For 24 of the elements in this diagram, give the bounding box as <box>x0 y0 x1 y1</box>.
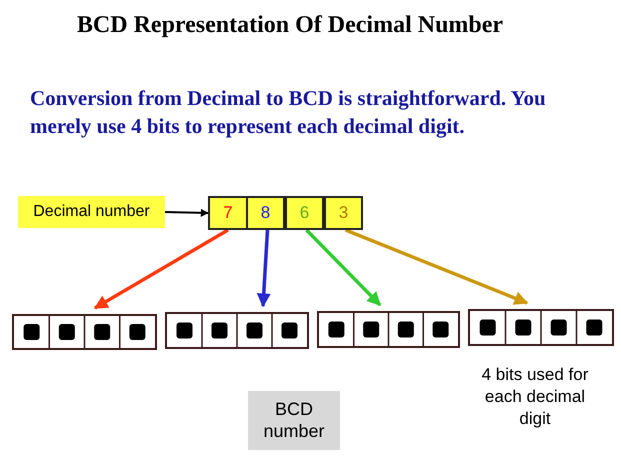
digit: 7 <box>223 203 233 223</box>
bit-group-box <box>12 314 157 350</box>
digit-cell <box>324 196 363 230</box>
arrow <box>305 228 382 306</box>
arrow <box>94 228 229 310</box>
digit-cell <box>246 196 285 230</box>
label-box <box>248 391 340 450</box>
digit: 3 <box>338 203 348 223</box>
arrow <box>256 230 271 308</box>
node-label: BCD number <box>262 398 326 442</box>
description-text: Conversion from Decimal to BCD is straightforward. You merely use 4 bits to represent each decimal digit. <box>30 85 547 140</box>
digit-cell <box>285 196 324 230</box>
digit: 8 <box>260 203 270 223</box>
node-label: Decimal number <box>33 203 150 221</box>
note-text: 4 bits used for each decimal digit <box>480 364 590 430</box>
digit: 6 <box>300 203 310 223</box>
bit-group-box <box>317 311 460 348</box>
digit-cell <box>208 196 248 230</box>
bit-group-box <box>165 312 309 349</box>
label-box <box>18 196 165 228</box>
bit-group-box <box>468 309 614 346</box>
title: BCD Representation Of Decimal Number <box>76 12 504 39</box>
arrow <box>344 228 528 305</box>
arrow <box>164 208 209 217</box>
